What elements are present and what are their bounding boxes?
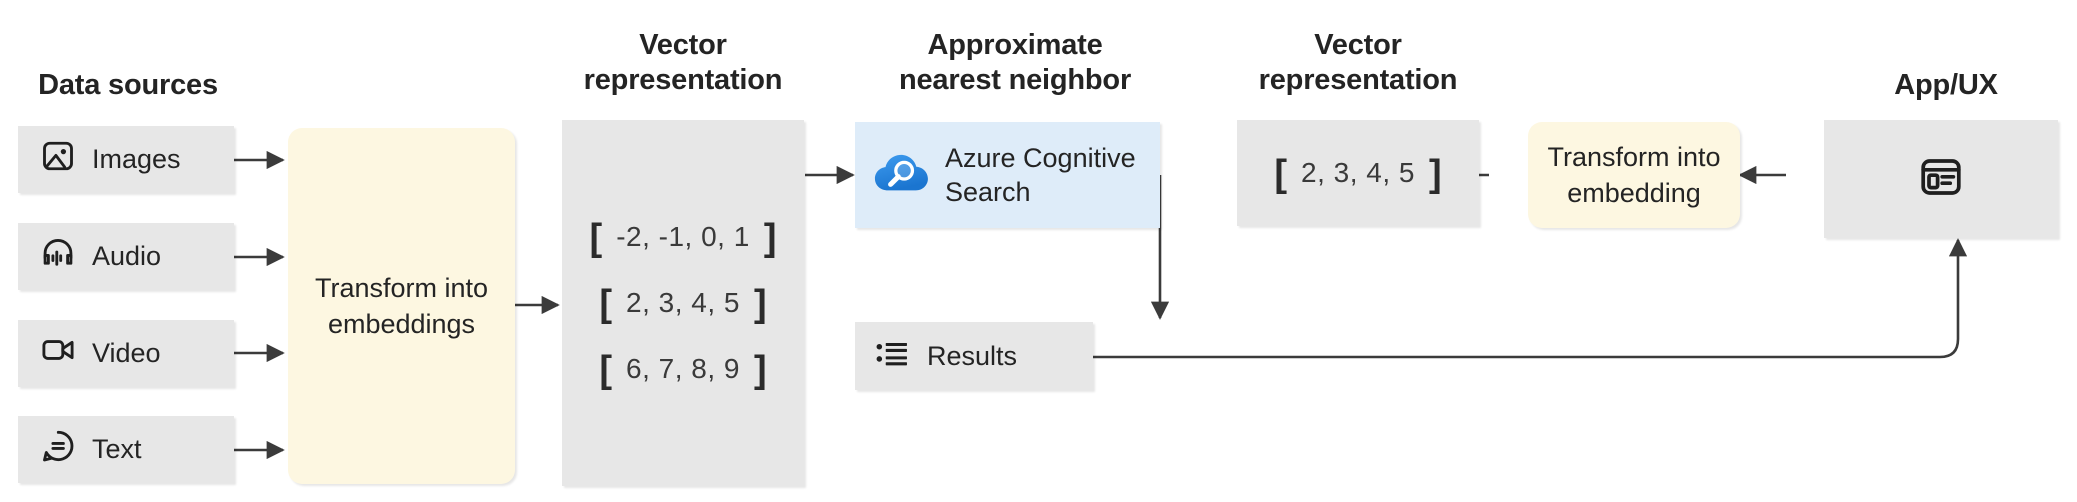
data-source-text-label: Text xyxy=(92,434,142,464)
header-vector-left-line2: representation xyxy=(583,64,783,96)
acs-line2: Search xyxy=(945,177,1031,207)
header-vector-representation-right: Vector representation xyxy=(1237,28,1479,98)
image-icon xyxy=(40,138,76,181)
vector-representation-right-box[interactable]: [ 2, 3, 4, 5 ] xyxy=(1237,120,1479,226)
results-box[interactable]: Results xyxy=(855,322,1093,390)
header-vector-left-line1: Vector xyxy=(639,29,727,61)
data-source-images-label: Images xyxy=(92,144,181,174)
headphones-waveform-icon xyxy=(40,235,76,278)
vector-row: [ 2, 3, 4, 5 ] xyxy=(599,283,767,325)
header-vector-right-line2: representation xyxy=(1258,64,1458,96)
header-vector-representation-left: Vector representation xyxy=(562,28,804,98)
vector-row: [ 6, 7, 8, 9 ] xyxy=(599,349,767,391)
data-source-audio[interactable]: Audio xyxy=(18,223,234,290)
bracket-open: [ xyxy=(599,283,613,325)
bracket-close: ] xyxy=(753,349,767,391)
vector-row: [ -2, -1, 0, 1 ] xyxy=(589,217,777,259)
app-window-layout-icon xyxy=(1917,153,1965,206)
data-source-text[interactable]: Text xyxy=(18,416,234,483)
data-source-video[interactable]: Video xyxy=(18,320,234,387)
vector-values: 2, 3, 4, 5 xyxy=(626,287,740,318)
transform-into-embedding-box[interactable]: Transform into embedding xyxy=(1528,122,1740,228)
bracket-close: ] xyxy=(763,217,777,259)
header-data-sources-text: Data sources xyxy=(38,69,218,101)
app-ux-box[interactable] xyxy=(1824,120,2058,238)
vector-values: 6, 7, 8, 9 xyxy=(626,353,740,384)
transform-into-embeddings-box[interactable]: Transform into embeddings xyxy=(288,128,515,484)
data-source-audio-label: Audio xyxy=(92,241,162,271)
vector-representation-left-box[interactable]: [ -2, -1, 0, 1 ] [ 2, 3, 4, 5 ] [ 6, 7, … xyxy=(562,120,804,486)
bracket-open: [ xyxy=(599,349,613,391)
azure-cognitive-search-box[interactable]: Azure Cognitive Search xyxy=(855,122,1160,228)
transform-right-line2: embedding xyxy=(1567,178,1701,208)
transform-into-embeddings-text: Transform into embeddings xyxy=(301,270,502,342)
data-source-video-label: Video xyxy=(92,338,161,368)
header-data-sources: Data sources xyxy=(18,68,238,103)
azure-cognitive-search-cloud-magnifier-icon xyxy=(873,148,931,203)
header-app-ux-text: App/UX xyxy=(1894,69,1998,101)
results-label: Results xyxy=(927,340,1018,371)
transform-left-line1: Transform into xyxy=(314,273,489,303)
vector-values: 2, 3, 4, 5 xyxy=(1301,157,1415,188)
header-approximate-nearest-neighbor: Approximate nearest neighbor xyxy=(855,28,1175,98)
acs-line1: Azure Cognitive xyxy=(945,143,1136,173)
video-camera-icon xyxy=(40,332,76,375)
header-vector-right-line1: Vector xyxy=(1314,29,1402,61)
transform-left-line2: embeddings xyxy=(327,309,476,339)
vector-row: [ 2, 3, 4, 5 ] xyxy=(1274,153,1442,195)
bracket-close: ] xyxy=(1428,153,1442,195)
transform-right-line1: Transform into xyxy=(1547,142,1721,172)
header-ann-line2: nearest neighbor xyxy=(898,64,1132,96)
data-source-images[interactable]: Images xyxy=(18,126,234,193)
bracket-close: ] xyxy=(753,283,767,325)
bulleted-list-icon xyxy=(875,338,911,375)
connector-results-to-appux xyxy=(1093,238,1968,359)
bracket-open: [ xyxy=(1274,153,1288,195)
vector-values: -2, -1, 0, 1 xyxy=(616,221,750,252)
speech-bubble-icon xyxy=(40,428,76,471)
header-ann-line1: Approximate xyxy=(927,29,1103,61)
header-app-ux: App/UX xyxy=(1834,68,2058,103)
transform-into-embedding-text: Transform into embedding xyxy=(1533,139,1734,211)
azure-cognitive-search-label: Azure Cognitive Search xyxy=(945,141,1136,209)
bracket-open: [ xyxy=(589,217,603,259)
